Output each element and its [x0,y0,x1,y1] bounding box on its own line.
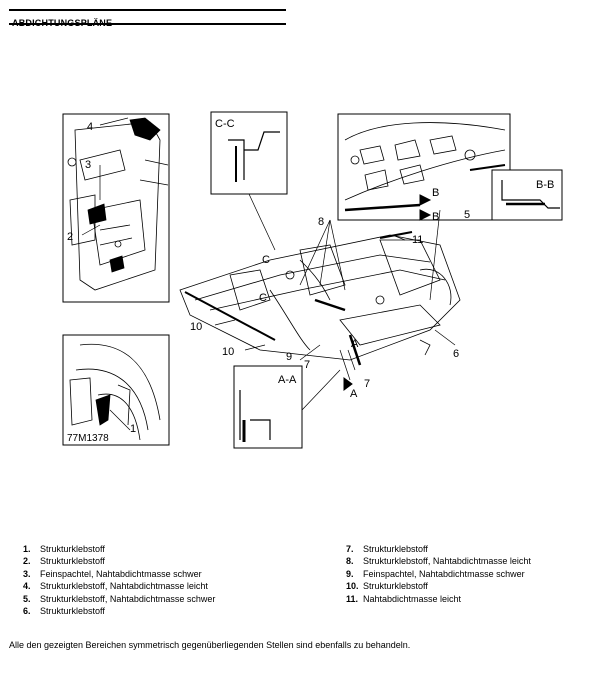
figure-code: 77M1378 [67,433,109,444]
label-section-bb: B-B [536,179,554,191]
leader-lines [81,117,456,431]
inset-rear-pillar-drawing [67,117,169,291]
callout-8: 8 [318,216,324,228]
sealing-diagram: C-C B-B A-A C C B B A A 4 3 2 1 5 6 7 7 … [62,111,563,449]
callout-1: 1 [130,423,136,435]
legend-item: 10. Strukturklebstoff [346,580,531,592]
callout-5: 5 [464,209,470,221]
page-title: ABDICHTUNGSPLÄNE [12,18,113,28]
legend-text: Strukturklebstoff [363,544,428,554]
inset-rear-pillar [62,113,170,303]
legend-text: Strukturklebstoff [40,556,105,567]
callout-3: 3 [85,159,91,171]
legend-item: 7. Strukturklebstoff [346,543,531,555]
callout-2: 2 [67,231,73,243]
legend-item: 8. Strukturklebstoff, Nahtabdichtmasse le… [346,555,531,567]
legend-number: 11. [346,593,359,604]
legend-text: Strukturklebstoff, Nahtabdichtmasse schw… [40,593,216,604]
legend-item: 1. Strukturklebstoff [23,543,215,555]
inset-rear-panel-drawing [344,122,506,212]
inset-wheelhouse [62,334,170,446]
legend-number: 4. [23,581,31,592]
callout-6: 6 [453,348,459,360]
legend-number: 8. [346,556,354,567]
callout-7b: 7 [304,359,310,371]
legend-text: Strukturklebstoff, Nahtabdichtmasse leic… [363,556,531,567]
legend-right: 7. Strukturklebstoff 8. Strukturklebstoff, … [346,543,531,605]
legend-text: Feinspachtel, Nahtabdichtmasse schwer [363,568,525,579]
legend-number: 1. [23,544,31,554]
inset-wheelhouse-drawing [69,343,161,441]
legend-number: 2. [23,556,31,567]
legend-text: Strukturklebstoff, Nahtabdichtmasse leic… [40,581,208,592]
legend-item: 2. Strukturklebstoff [23,555,215,567]
callout-4: 4 [87,121,93,133]
inset-section-bb [491,169,563,221]
label-section-aa: A-A [278,374,297,386]
legend-text: Nahtabdichtmasse leicht [363,593,462,604]
legend-number: 5. [23,593,31,604]
callout-9: 9 [286,351,292,363]
legend-item: 3. Feinspachtel, Nahtabdichtmasse schwer [23,568,215,580]
label-section-a-2: A [350,388,358,400]
label-section-cc: C-C [215,118,235,130]
label-section-b-2: B [432,211,439,223]
footnote: Alle den gezeigten Bereichen symmetrisch… [9,640,411,650]
legend-number: 10. [346,581,359,592]
label-section-c-1: C [262,254,270,266]
legend-item: 9. Feinspachtel, Nahtabdichtmasse schwer [346,568,531,580]
page-header: ABDICHTUNGSPLÄNE [9,9,286,28]
legend-text: Strukturklebstoff [363,581,428,592]
callout-11: 11 [412,234,423,246]
legend-number: 6. [23,606,31,617]
legend-item: 5. Strukturklebstoff, Nahtabdichtmasse sc… [23,593,215,605]
legend-item: 11. Nahtabdichtmasse leicht [346,593,531,605]
callout-10a: 10 [190,321,202,333]
legend-number: 7. [346,544,354,554]
label-section-c-2: C [259,292,267,304]
legend-text: Feinspachtel, Nahtabdichtmasse schwer [40,568,202,579]
header-rule-top [9,9,286,11]
callout-7a: 7 [364,378,370,390]
legend-item: 6. Strukturklebstoff [23,605,215,617]
legend-number: 9. [346,568,354,579]
label-section-b-1: B [432,187,439,199]
legend-number: 3. [23,568,31,579]
section-arrows [343,194,432,391]
header-rule-bottom [9,23,286,25]
legend-text: Strukturklebstoff [40,606,105,617]
legend-item: 4. Strukturklebstoff, Nahtabdichtmasse le… [23,580,215,592]
main-body-drawing [179,231,461,366]
label-section-a-1: A [351,338,359,350]
legend-text: Strukturklebstoff [40,544,105,554]
callout-10b: 10 [222,346,234,358]
